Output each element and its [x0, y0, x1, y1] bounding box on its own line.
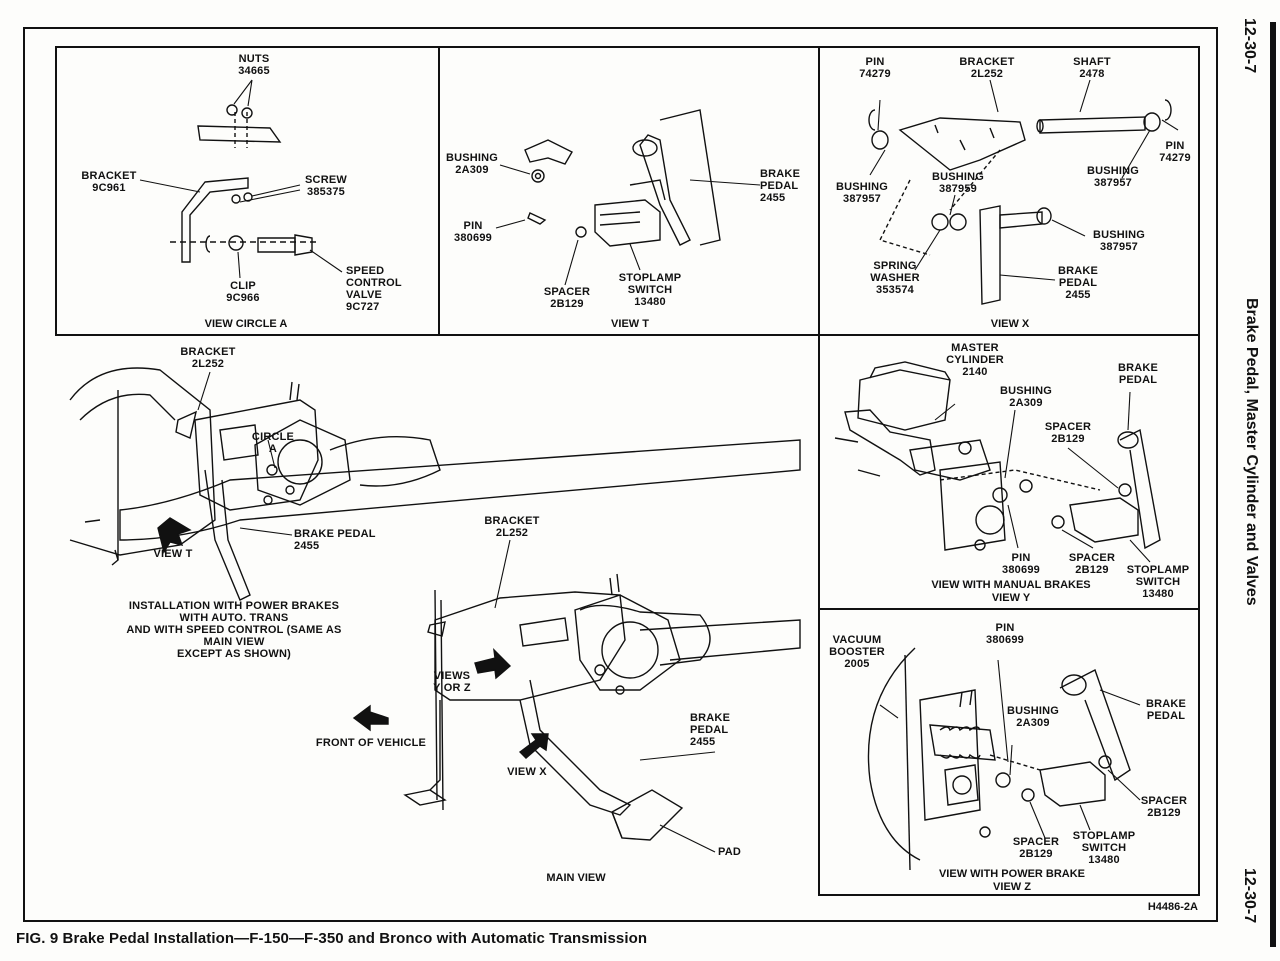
reference-code: H4486-2A: [1147, 901, 1198, 913]
label-views-y-or-z: VIEWS Y OR Z: [433, 670, 471, 694]
label-spacer-2b129-y-bottom: SPACER 2B129: [1068, 552, 1116, 576]
arrow-view-x: [520, 734, 548, 758]
title-view-y: VIEW WITH MANUAL BRAKES VIEW Y: [931, 579, 1091, 604]
panel-view-z: [818, 608, 1200, 896]
label-screw: SCREW 385375: [305, 174, 347, 198]
label-front-of-vehicle: FRONT OF VEHICLE: [315, 737, 427, 749]
title-main-view: MAIN VIEW: [546, 872, 606, 884]
label-spacer-2b129-y-top: SPACER 2B129: [1044, 421, 1092, 445]
label-pin-74279-right: PIN 74279: [1159, 140, 1191, 164]
label-spacer-2b129-z-right: SPACER 2B129: [1140, 795, 1188, 819]
label-spacer-2b129-z-bottom: SPACER 2B129: [1012, 836, 1060, 860]
page-number-top: 12-30-7: [1241, 18, 1258, 74]
label-vacuum-booster: VACUUM BOOSTER 2005: [829, 634, 885, 670]
installation-note: INSTALLATION WITH POWER BRAKES WITH AUTO…: [126, 600, 342, 660]
label-stoplamp-switch-y: STOPLAMP SWITCH 13480: [1126, 564, 1190, 600]
label-circle-a: CIRCLE A: [251, 431, 295, 455]
label-bushing-387957-right-bottom: BUSHING 387957: [1092, 229, 1146, 253]
label-bushing-2a309-t: BUSHING 2A309: [445, 152, 499, 176]
label-bushing-2a309-z: BUSHING 2A309: [1006, 705, 1060, 729]
label-stoplamp-switch-t: STOPLAMP SWITCH 13480: [618, 272, 682, 308]
label-pin-380699-y: PIN 380699: [1002, 552, 1040, 576]
label-nuts: NUTS 34665: [238, 53, 270, 77]
title-view-x: VIEW X: [990, 318, 1030, 330]
label-spring-washer: SPRING WASHER 353574: [870, 260, 920, 296]
label-stoplamp-switch-z: STOPLAMP SWITCH 13480: [1072, 830, 1136, 866]
label-bracket-2l252-x: BRACKET 2L252: [959, 56, 1015, 80]
title-view-circle-a: VIEW CIRCLE A: [204, 318, 288, 330]
title-view-t: VIEW T: [611, 318, 649, 330]
label-shaft-2478: SHAFT 2478: [1073, 56, 1111, 80]
figure-caption: FIG. 9 Brake Pedal Installation—F-150—F-…: [16, 930, 648, 947]
label-brake-pedal-x: BRAKE PEDAL 2455: [1057, 265, 1099, 301]
label-bracket-9c961: BRACKET 9C961: [81, 170, 137, 194]
arrow-front-of-vehicle: [354, 706, 388, 730]
label-spacer-2b129-t: SPACER 2B129: [543, 286, 591, 310]
page-number-bottom: 12-30-7: [1241, 868, 1258, 924]
label-brake-pedal-y: BRAKE PEDAL: [1117, 362, 1159, 386]
label-bushing-2a309-y: BUSHING 2A309: [999, 385, 1053, 409]
section-title: Brake Pedal, Master Cylinder and Valves: [1243, 298, 1260, 606]
label-brake-pedal-main: BRAKE PEDAL 2455: [690, 712, 731, 748]
main-lower-art: [405, 574, 800, 840]
view-z-art: [868, 648, 1130, 870]
label-bushing-387957-right-top: BUSHING 387957: [1086, 165, 1140, 189]
view-y-art: [835, 362, 1160, 550]
label-bracket-2l252-main: BRACKET 2L252: [484, 515, 540, 539]
label-brake-pedal-z: BRAKE PEDAL: [1145, 698, 1187, 722]
figure-frame: [23, 27, 1218, 922]
label-pin-74279-left: PIN 74279: [859, 56, 891, 80]
label-bushing-387959: BUSHING 387959: [931, 171, 985, 195]
arrow-view-t: [158, 518, 190, 552]
label-speed-control-valve: SPEED CONTROL VALVE 9C727: [346, 265, 402, 313]
label-view-t-callout: VIEW T: [153, 548, 193, 560]
arrow-views-yz: [475, 650, 510, 678]
label-pin-380699-z: PIN 380699: [986, 622, 1024, 646]
label-master-cylinder: MASTER CYLINDER 2140: [946, 342, 1004, 378]
title-view-z: VIEW WITH POWER BRAKE VIEW Z: [938, 868, 1086, 893]
view-x-art: [869, 100, 1171, 304]
view-t-art: [525, 110, 720, 246]
label-brake-pedal-main-top: BRAKE PEDAL 2455: [294, 528, 376, 552]
label-bracket-2l252-top: BRACKET 2L252: [180, 346, 236, 370]
view-circle-a-art: [170, 105, 320, 262]
label-pin-380699-t: PIN 380699: [454, 220, 492, 244]
label-pad: PAD: [718, 846, 742, 858]
label-brake-pedal-t: BRAKE PEDAL 2455: [760, 168, 801, 204]
main-upper-art: [70, 368, 800, 600]
label-view-x-callout: VIEW X: [507, 766, 547, 778]
label-bushing-387957-left: BUSHING 387957: [835, 181, 889, 205]
page-spine-bar: [1270, 22, 1276, 947]
label-clip: CLIP 9C966: [226, 280, 260, 304]
